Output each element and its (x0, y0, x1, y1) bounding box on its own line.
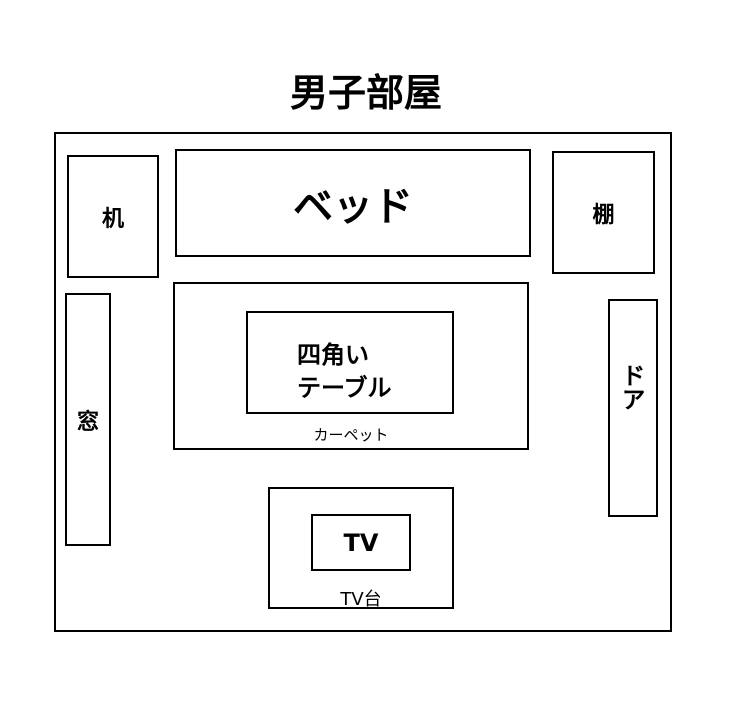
tv-label: TV (343, 528, 379, 557)
carpet-label: カーペット (313, 426, 389, 444)
door-label: ドア (617, 363, 645, 411)
desk-label: 机 (101, 206, 124, 232)
desk: 机 (67, 155, 159, 278)
tv-stand-label: TV台 (340, 589, 382, 610)
table-label-line2: テーブル (297, 374, 392, 402)
window: 窓 (65, 293, 111, 546)
tv: TV (311, 514, 411, 571)
bed: ベッド (175, 149, 531, 257)
door: ドア (608, 299, 658, 517)
diagram-title: 男子部屋 (289, 71, 442, 115)
shelf: 棚 (552, 151, 655, 274)
square-table: 四角い テーブル (246, 311, 454, 414)
bed-label: ベッド (293, 184, 413, 230)
table-label-line1: 四角い (297, 341, 369, 369)
shelf-label: 棚 (592, 202, 615, 228)
window-label: 窓 (76, 409, 99, 435)
